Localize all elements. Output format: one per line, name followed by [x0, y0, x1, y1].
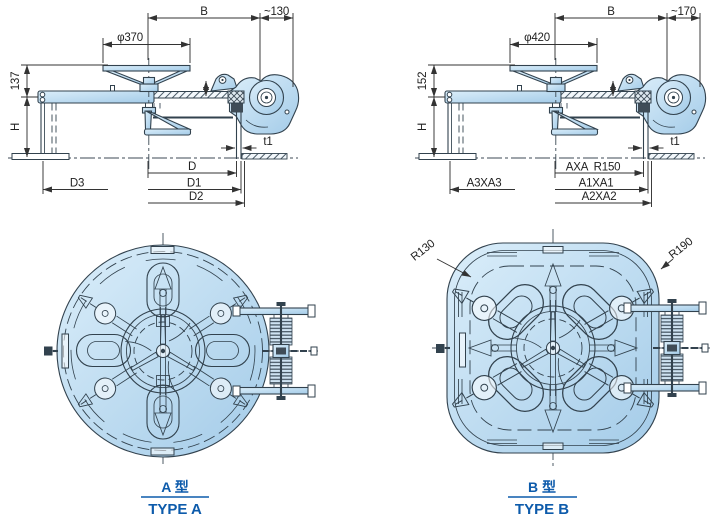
- dim-label-b-a: B: [200, 6, 208, 18]
- dim-label-r190: R190: [667, 236, 695, 262]
- dim-label-d3: D3: [70, 178, 84, 190]
- dim-label-h-b: H: [417, 123, 429, 131]
- dim-label-wheel-dia-b: φ420: [524, 32, 550, 44]
- plan-view-type-b: R130 R190 B 型 TYPE B: [409, 229, 710, 518]
- dim-label-b-b: B: [607, 6, 615, 18]
- dim-label-a2xa2: A2XA2: [582, 191, 617, 203]
- dim-label-a1xa1: A1XA1: [579, 178, 614, 190]
- type-a-label-en: TYPE A: [148, 501, 202, 518]
- dim-label-h-a: H: [10, 123, 22, 131]
- dim-label-d2: D2: [189, 191, 203, 203]
- side-view-type-a: B ~130 φ370 137 H t1 D D1 D2 D3: [8, 6, 299, 207]
- dim-label-r130: R130: [409, 238, 437, 264]
- plan-view-type-a: A 型 TYPE A: [44, 233, 319, 518]
- hatch-mechanism-side-b: [415, 13, 706, 207]
- side-handle: [44, 346, 53, 356]
- dim-label-upper-height-b: 152: [417, 72, 429, 91]
- dim-label-r150: R150: [594, 162, 621, 174]
- side-handle-b: [436, 344, 445, 353]
- type-a-label-local: A 型: [161, 479, 188, 495]
- dim-label-t1-a: t1: [263, 136, 272, 148]
- hatch-mechanism-side-a: [8, 13, 299, 207]
- dim-label-wheel-dia-a: φ370: [117, 32, 143, 44]
- dim-label-d: D: [188, 161, 196, 173]
- dim-label-t1-b: t1: [670, 136, 679, 148]
- side-view-type-b: B ~170 φ420 152 H t1 AXA R150 A1XA1 A2XA…: [415, 6, 706, 207]
- dim-label-a3xa3: A3XA3: [467, 178, 502, 190]
- dim-label-offset-a: ~130: [264, 6, 289, 18]
- dim-label-upper-height-a: 137: [10, 72, 22, 91]
- dim-label-d1: D1: [187, 178, 201, 190]
- dim-label-axa: AXA: [566, 162, 589, 174]
- type-b-label-local: B 型: [528, 479, 556, 495]
- dim-label-offset-b: ~170: [671, 6, 696, 18]
- type-b-label-en: TYPE B: [515, 501, 569, 518]
